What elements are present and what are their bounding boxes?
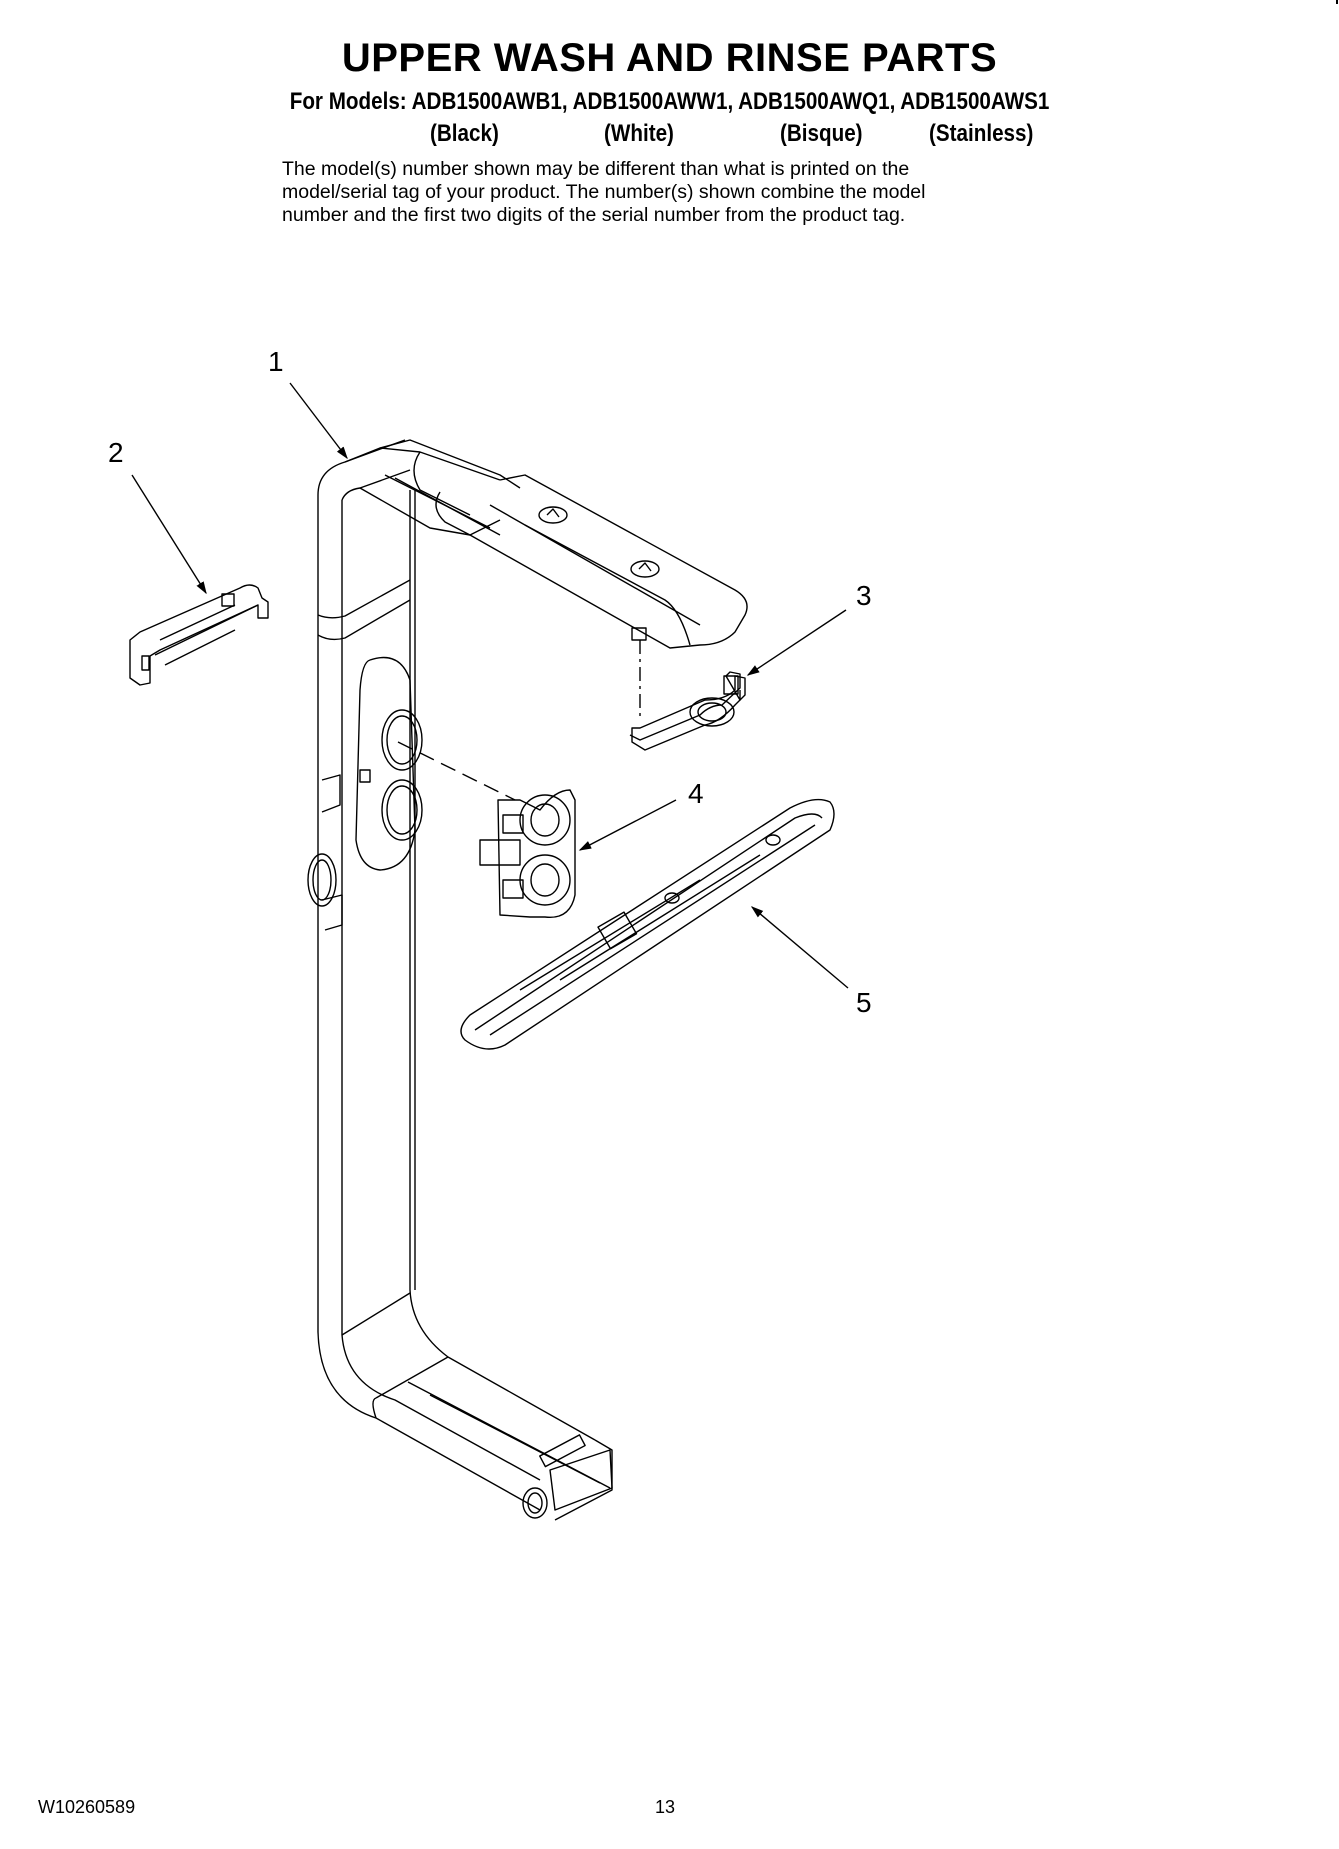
models-line: For Models: ADB1500AWB1, ADB1500AWW1, AD…	[289, 88, 1050, 115]
part-2-clip	[129, 584, 269, 686]
document-number: W10260589	[38, 1797, 136, 1817]
leader-1	[289, 382, 348, 460]
color-stainless: (Stainless)	[929, 120, 1034, 147]
leader-4	[578, 799, 677, 851]
page-number: 13	[655, 1797, 676, 1817]
note-line: number and the first two digits of the s…	[282, 204, 906, 226]
leader-3	[746, 609, 847, 676]
note-line: The model(s) number shown may be differe…	[282, 158, 910, 180]
oval-spray-housing	[355, 656, 423, 871]
color-black: (Black)	[430, 120, 499, 147]
color-bisque: (Bisque)	[780, 120, 863, 147]
assembly-line-part-4	[397, 741, 516, 801]
part-5-spray-arm	[460, 798, 835, 1050]
callout-4: 4	[688, 778, 704, 809]
note-line: model/serial tag of your product. The nu…	[282, 181, 926, 203]
callout-5: 5	[856, 987, 872, 1018]
part-3-spray-clip	[629, 671, 746, 751]
corner-mark	[1336, 0, 1338, 4]
callout-2: 2	[108, 437, 124, 468]
model-note: The model(s) number shown may be differe…	[282, 158, 1082, 227]
part-1-upper-spray-conduit	[307, 439, 748, 1521]
callout-3: 3	[856, 580, 872, 611]
color-white: (White)	[604, 120, 674, 147]
leader-2	[131, 474, 207, 595]
callout-1: 1	[268, 346, 284, 377]
page-title: UPPER WASH AND RINSE PARTS	[341, 36, 998, 80]
leader-5	[750, 906, 849, 989]
part-4-manifold-insert	[479, 789, 576, 919]
